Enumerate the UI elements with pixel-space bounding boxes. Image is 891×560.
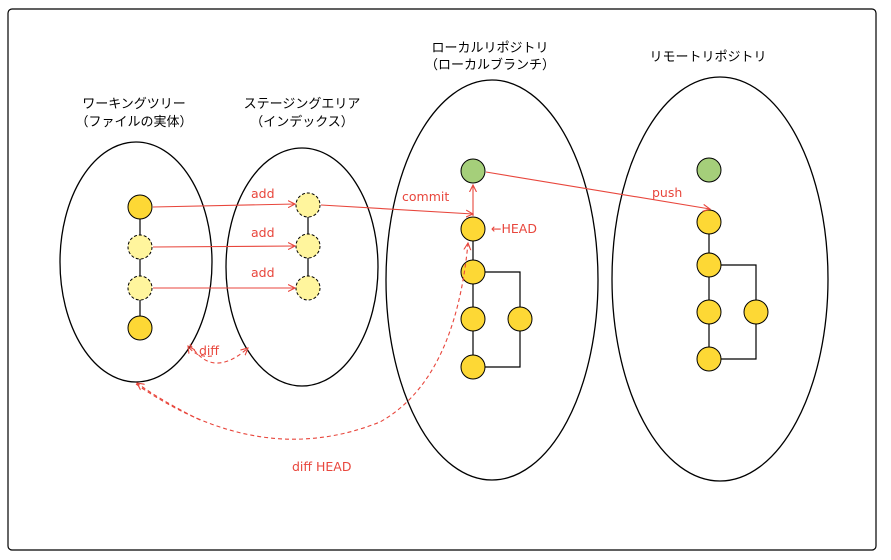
add-arrow xyxy=(152,246,295,247)
working-file-node xyxy=(127,275,153,301)
remote-new-commit-node xyxy=(696,157,722,183)
local-branch-commit-node xyxy=(507,306,533,332)
add-label: add xyxy=(251,225,275,240)
push-label: push xyxy=(652,185,682,200)
staging-area-subtitle: （インデックス） xyxy=(250,114,354,130)
working-tree-ellipse xyxy=(59,141,213,383)
head-label: ←HEAD xyxy=(491,221,537,236)
commit-label: commit xyxy=(402,189,449,204)
local-commit-node xyxy=(460,306,486,332)
working-file-node xyxy=(127,315,153,341)
push-arrow xyxy=(485,171,710,209)
working-tree-subtitle: （ファイルの実体） xyxy=(75,114,192,130)
remote-repository-title: リモートリポジトリ xyxy=(649,50,766,65)
local-head-commit-node xyxy=(460,216,486,242)
remote-branch-commit-node xyxy=(743,299,769,325)
add-label: add xyxy=(251,186,275,201)
remote-repository-ellipse xyxy=(611,76,829,482)
local-commit-node xyxy=(460,259,486,285)
local-repository-title: ローカルリポジトリ xyxy=(431,41,548,56)
working-file-node xyxy=(127,194,153,220)
remote-commit-node xyxy=(696,346,722,372)
staging-area-title: ステージングエリア xyxy=(244,97,361,112)
staging-area-ellipse xyxy=(225,147,379,387)
remote-commit-node xyxy=(696,299,722,325)
remote-commit-node xyxy=(696,209,722,235)
staged-file-node xyxy=(295,275,321,301)
remote-commit-node xyxy=(696,252,722,278)
add-label: add xyxy=(251,265,275,280)
diff-label: diff xyxy=(199,343,219,358)
add-arrow xyxy=(152,204,295,207)
diff-head-label: diff HEAD xyxy=(292,459,351,474)
staged-file-node xyxy=(295,233,321,259)
local-commit-node xyxy=(460,354,486,380)
local-repository-subtitle: （ローカルブランチ） xyxy=(425,57,555,73)
local-repository-ellipse xyxy=(385,79,599,481)
local-new-commit-node xyxy=(460,158,486,184)
diff-head-arrow-back xyxy=(137,383,201,421)
staged-file-node xyxy=(295,192,321,218)
working-tree-title: ワーキングツリー xyxy=(82,97,186,112)
commit-arrow xyxy=(320,204,473,214)
diff-arrow-left xyxy=(188,346,213,357)
working-file-node xyxy=(127,234,153,260)
